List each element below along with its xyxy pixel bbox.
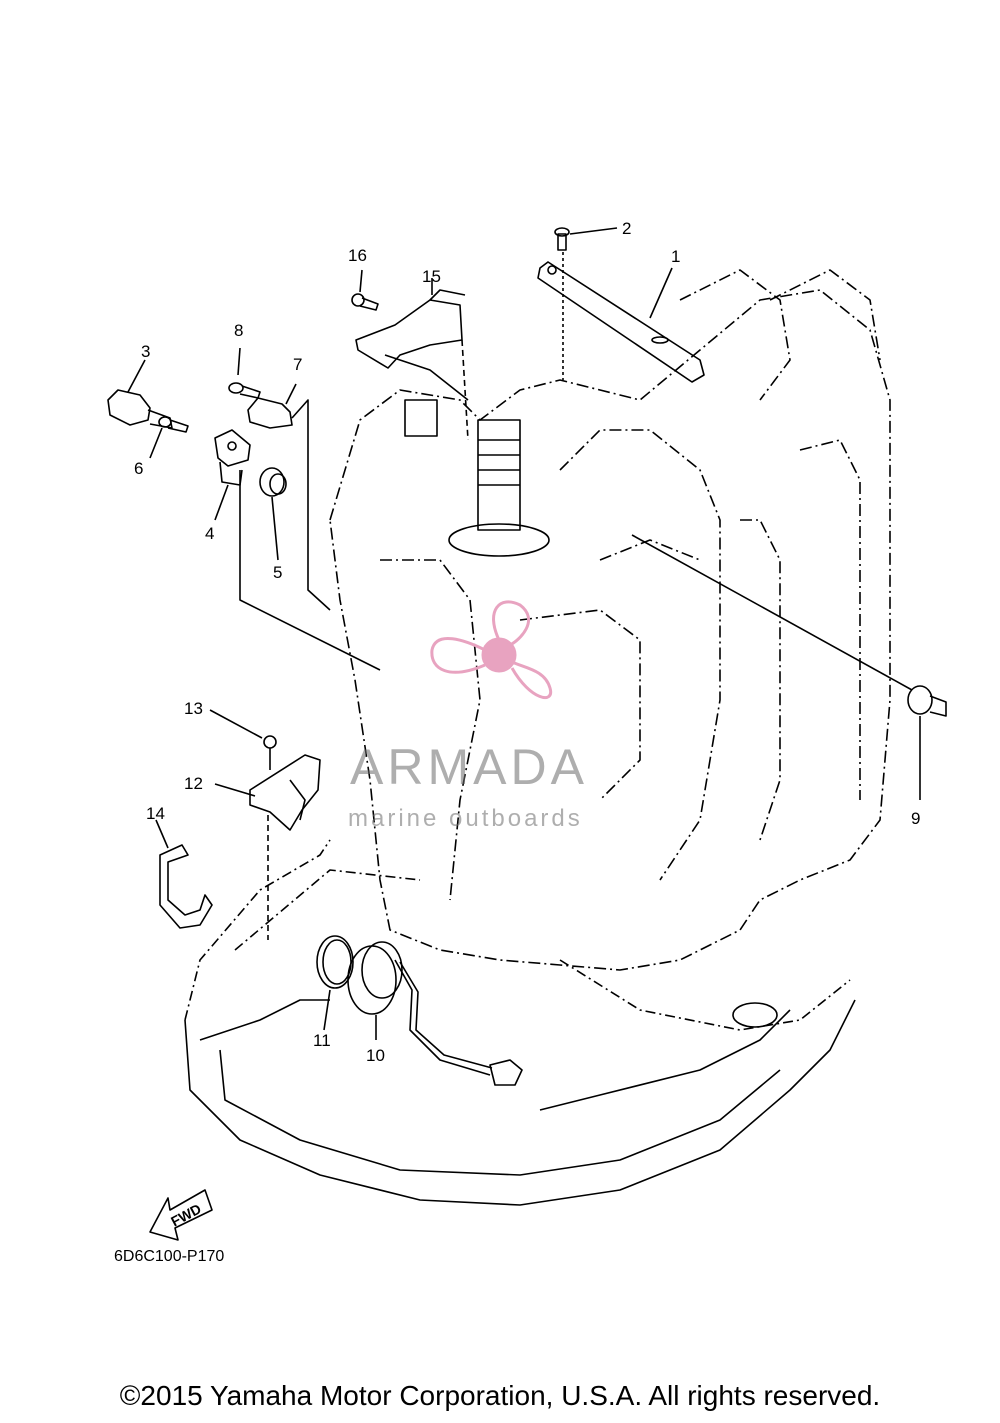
callout-4: 4 xyxy=(205,524,215,543)
callout-16: 16 xyxy=(348,246,367,265)
callout-13: 13 xyxy=(184,699,203,718)
callout-9: 9 xyxy=(911,809,921,828)
callout-11: 11 xyxy=(313,1031,331,1050)
part-11-o-ring xyxy=(316,935,354,1031)
part-2-bolt xyxy=(554,227,618,380)
part-14-clip xyxy=(155,819,213,929)
leader-lines xyxy=(239,354,469,671)
callout-6: 6 xyxy=(134,459,144,478)
diagram-part-code: 6D6C100-P170 xyxy=(114,1248,225,1265)
callout-5: 5 xyxy=(273,563,283,582)
part-1-plate xyxy=(537,261,705,383)
part-9-sensor xyxy=(631,534,947,800)
part-12-holder xyxy=(214,754,321,940)
watermark-logo xyxy=(430,600,553,699)
callout-10: 10 xyxy=(366,1046,385,1065)
part-8-bolt xyxy=(228,347,261,399)
watermark-title: ARMADA xyxy=(350,739,588,795)
part-4-bracket xyxy=(214,429,251,521)
callout-15: 15 xyxy=(422,267,441,286)
callout-8: 8 xyxy=(234,321,244,340)
fwd-arrow xyxy=(149,1189,213,1241)
part-7-clamp xyxy=(247,383,331,611)
callout-12: 12 xyxy=(184,774,203,793)
bottom-cowling xyxy=(184,839,856,1206)
copyright-notice: ©2015 Yamaha Motor Corporation, U.S.A. A… xyxy=(119,1380,881,1411)
part-15-bracket xyxy=(355,278,469,441)
watermark-subtitle: marine outboards xyxy=(348,805,583,832)
part-16-screw xyxy=(351,269,379,311)
callout-14: 14 xyxy=(146,804,165,823)
callout-2: 2 xyxy=(622,219,632,238)
part-5-grommet xyxy=(259,467,287,561)
crankshaft xyxy=(404,399,550,557)
callout-7: 7 xyxy=(293,355,303,374)
callout-3: 3 xyxy=(141,342,151,361)
callout-1: 1 xyxy=(671,247,681,266)
part-6-screw xyxy=(149,416,189,459)
engine-block xyxy=(329,269,891,971)
part-13-bolt xyxy=(209,709,277,770)
